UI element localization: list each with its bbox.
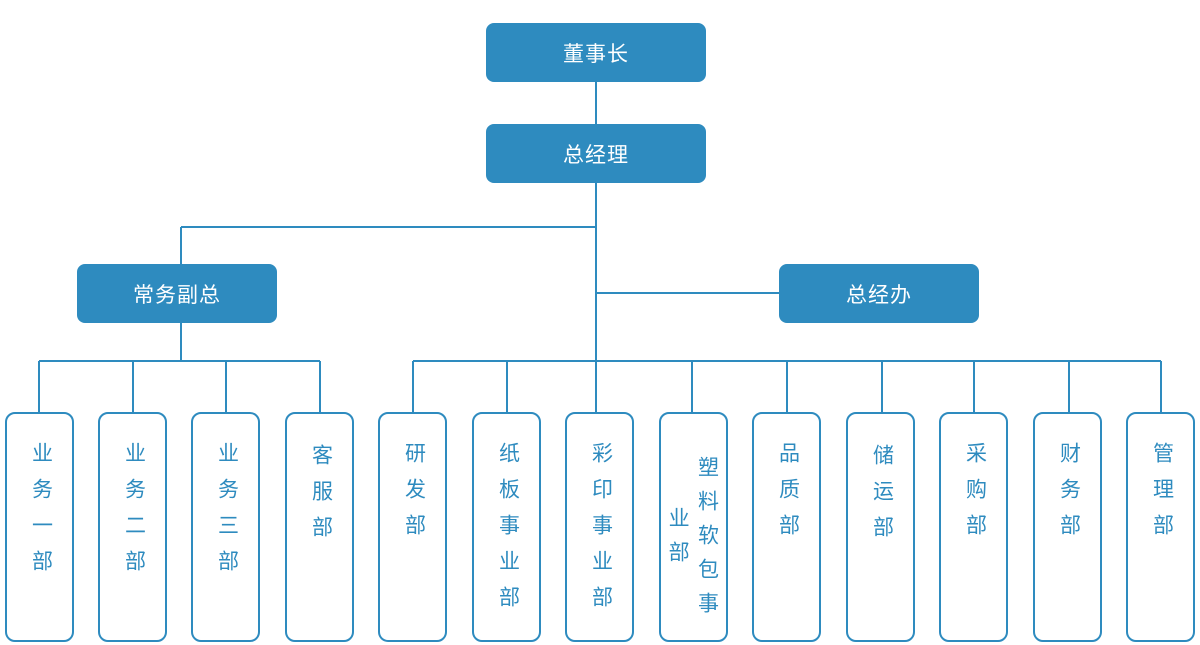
dept-box-colorprint[interactable]: 彩印事业部 — [565, 412, 634, 642]
dept-label-paperboard: 纸板事业部 — [496, 442, 521, 622]
dept-label-colorprint: 彩印事业部 — [589, 442, 614, 622]
dept-label-biz3: 业务三部 — [215, 442, 240, 586]
general-manager-box[interactable]: 总经理 — [486, 124, 706, 183]
dept-box-admin[interactable]: 管理部 — [1126, 412, 1195, 642]
executive-vp-box[interactable]: 常务副总 — [77, 264, 277, 323]
dept-label-biz2: 业务二部 — [122, 442, 147, 586]
dept-box-rnd[interactable]: 研发部 — [378, 412, 447, 642]
dept-box-purchase[interactable]: 采购部 — [939, 412, 1008, 642]
dept-box-biz2[interactable]: 业务二部 — [98, 412, 167, 642]
dept-box-finance[interactable]: 财务部 — [1033, 412, 1102, 642]
dept-box-biz3[interactable]: 业务三部 — [191, 412, 260, 642]
dept-box-quality[interactable]: 品质部 — [752, 412, 821, 642]
executive-vp-label: 常务副总 — [133, 282, 221, 307]
chairman-label: 董事长 — [563, 41, 629, 66]
dept-label-purchase: 采购部 — [963, 442, 988, 550]
dept-label-plastic: 塑料软包事业部 — [666, 456, 720, 626]
dept-label-quality: 品质部 — [776, 442, 801, 550]
dept-label-service: 客服部 — [309, 444, 334, 552]
gm-office-box[interactable]: 总经办 — [779, 264, 979, 323]
dept-box-plastic[interactable]: 塑料软包事业部 — [659, 412, 728, 642]
dept-label-biz1: 业务一部 — [29, 442, 54, 586]
general-manager-label: 总经理 — [563, 142, 629, 167]
chairman-box[interactable]: 董事长 — [486, 23, 706, 82]
dept-label-rnd: 研发部 — [402, 442, 427, 550]
dept-box-storage[interactable]: 储运部 — [846, 412, 915, 642]
dept-box-biz1[interactable]: 业务一部 — [5, 412, 74, 642]
dept-label-finance: 财务部 — [1057, 442, 1082, 550]
dept-label-storage: 储运部 — [870, 444, 895, 552]
dept-box-paperboard[interactable]: 纸板事业部 — [472, 412, 541, 642]
dept-label-admin: 管理部 — [1150, 442, 1175, 550]
dept-box-service[interactable]: 客服部 — [285, 412, 354, 642]
gm-office-label: 总经办 — [846, 282, 912, 307]
